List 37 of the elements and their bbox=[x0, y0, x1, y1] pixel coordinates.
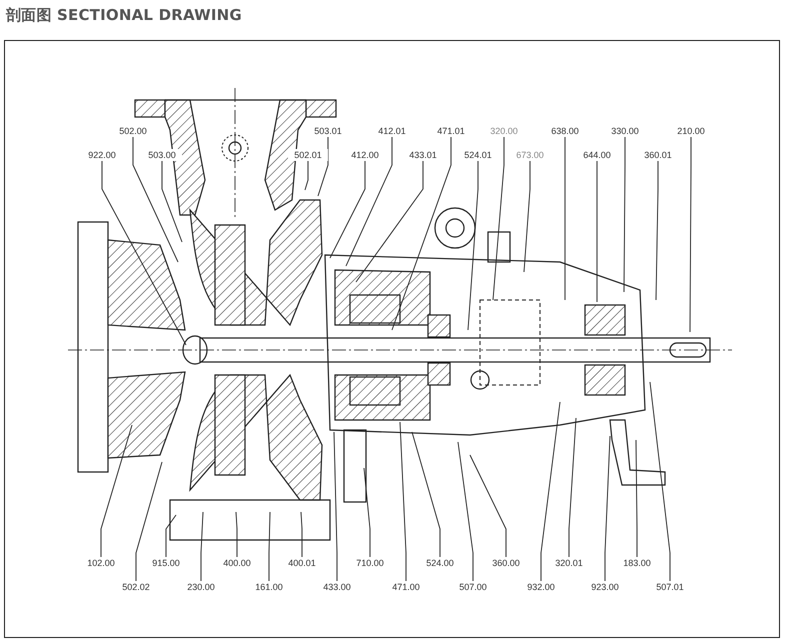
leader-line bbox=[492, 136, 504, 300]
leader-line bbox=[136, 462, 162, 582]
leader-line bbox=[100, 424, 132, 558]
leader-line bbox=[468, 160, 478, 330]
leader-line bbox=[604, 436, 610, 582]
leader-line bbox=[334, 432, 338, 582]
leader-line bbox=[412, 432, 440, 558]
leader-line bbox=[656, 160, 658, 300]
leader-line bbox=[364, 468, 370, 558]
leader-line bbox=[392, 136, 452, 330]
leader-line bbox=[624, 136, 626, 292]
leader-line bbox=[304, 160, 308, 190]
leader-line bbox=[318, 136, 328, 196]
leader-line bbox=[268, 512, 270, 582]
leader-line bbox=[596, 160, 598, 302]
leader-line bbox=[690, 136, 692, 332]
leader-line bbox=[102, 160, 186, 346]
leader-line bbox=[524, 160, 530, 272]
leader-line bbox=[400, 422, 406, 582]
leader-line bbox=[568, 418, 576, 558]
leader-line bbox=[236, 512, 238, 558]
leader-line bbox=[458, 442, 474, 582]
drawing-title: 剖面图 SECTIONAL DRAWING bbox=[6, 6, 242, 25]
leader-line bbox=[470, 454, 506, 558]
leader-line bbox=[132, 136, 178, 262]
callout-number: 502.01 bbox=[288, 149, 328, 161]
leader-line bbox=[540, 402, 560, 582]
leader-line bbox=[346, 136, 392, 266]
leader-line bbox=[650, 382, 670, 582]
leader-line bbox=[162, 160, 182, 242]
leader-line bbox=[356, 160, 424, 282]
leader-line bbox=[300, 512, 302, 558]
leader-line bbox=[200, 512, 204, 582]
leader-line bbox=[166, 514, 176, 558]
leader-line bbox=[636, 440, 638, 558]
leader-line bbox=[564, 136, 566, 300]
leader-line bbox=[330, 160, 366, 258]
